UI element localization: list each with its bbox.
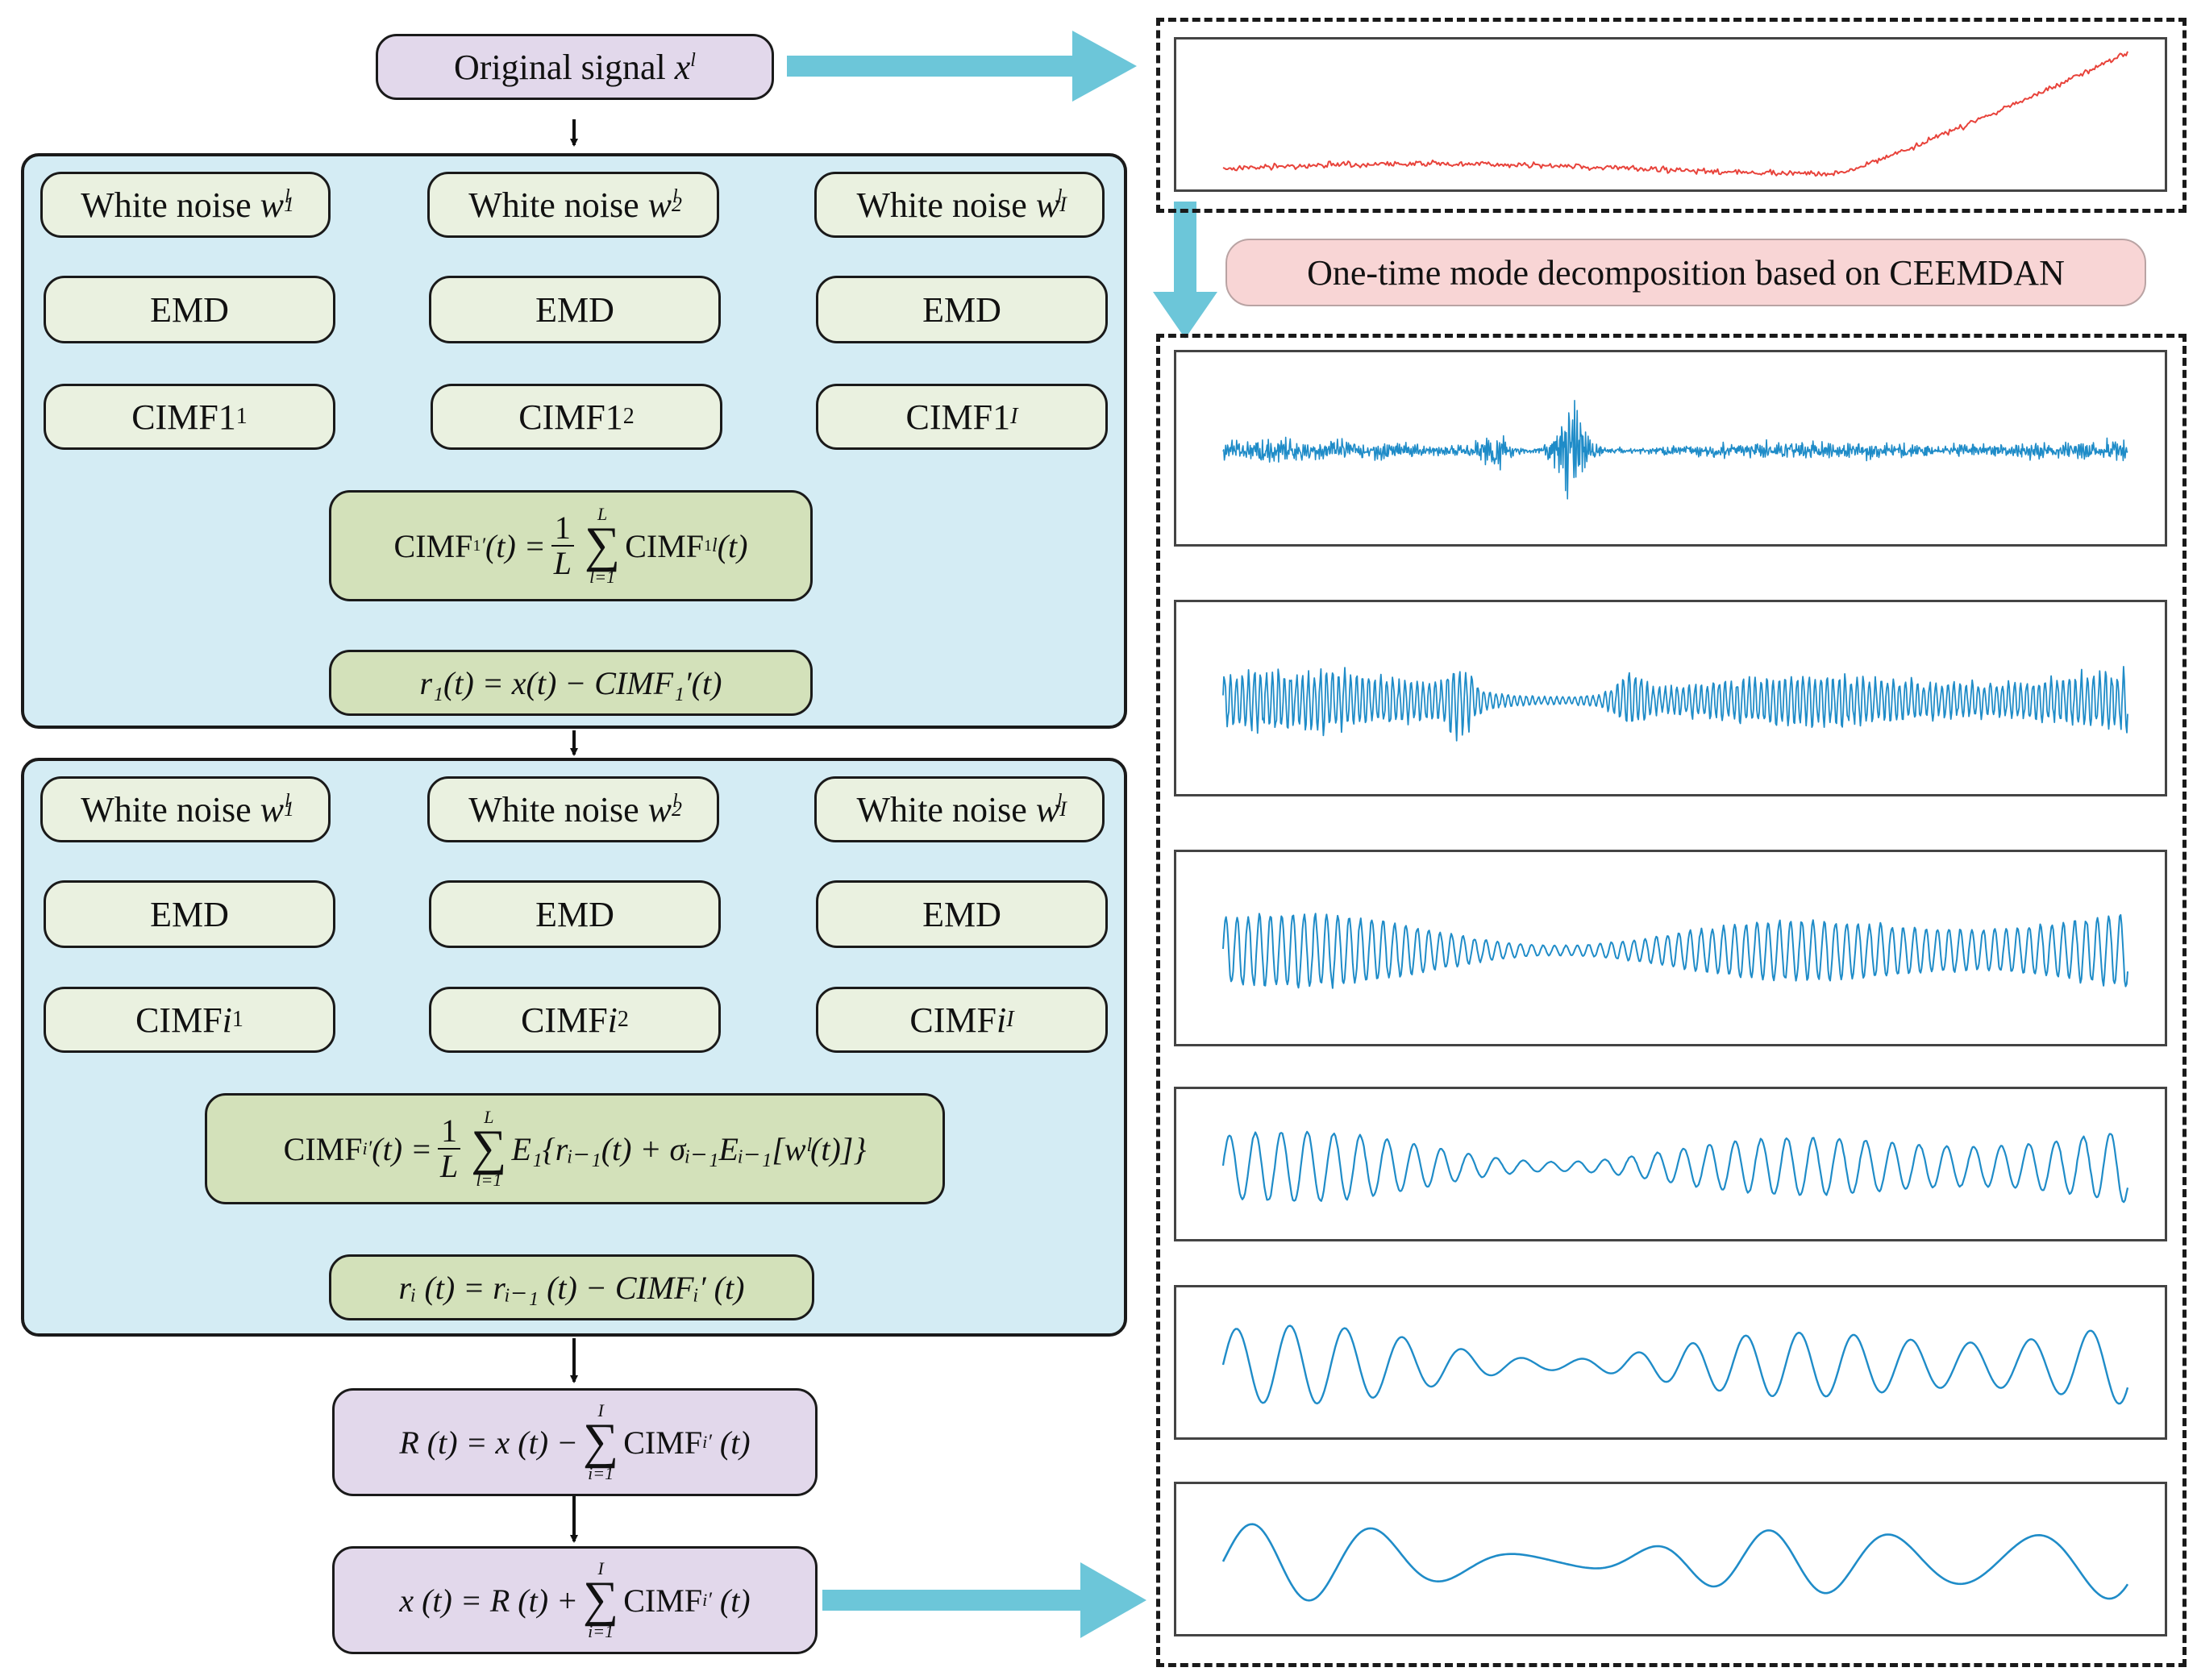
imf-plot-6 (1174, 1482, 2167, 1636)
original-signal-trace (1222, 51, 2128, 177)
original-signal-plot (1174, 37, 2167, 192)
residual-r1-formula: r₁(t) = x(t) − CIMF₁′(t) (329, 650, 813, 716)
original-signal-label: Original signal (454, 47, 666, 87)
imf-2-trace (1222, 666, 2128, 742)
original-signal-plot-frame (1156, 18, 2187, 213)
residual-ri-formula: rᵢ (t) = rᵢ₋₁ (t) − CIMFᵢ′ (t) (329, 1254, 814, 1320)
imf-plot-4 (1174, 1087, 2167, 1241)
imf-plots-frame (1156, 334, 2187, 1667)
emd-node-2: EMD (429, 276, 721, 343)
emd-node-1-stage-i: EMD (44, 880, 335, 948)
emd-node-1: EMD (44, 276, 335, 343)
arrow-down-decomposition (1153, 202, 1217, 339)
imf-plot-3 (1174, 850, 2167, 1046)
decomposition-label: One-time mode decomposition based on CEE… (1225, 239, 2146, 306)
emd-node-2-stage-i: EMD (429, 880, 721, 948)
emd-node-I-stage-i: EMD (816, 880, 1108, 948)
imf-plot-5 (1174, 1285, 2167, 1440)
imf-4-trace (1221, 1130, 2129, 1204)
original-signal-var: x (674, 47, 691, 87)
imf-5-trace (1221, 1324, 2129, 1405)
emd-node-I: EMD (816, 276, 1108, 343)
imf-6-trace (1221, 1523, 2129, 1602)
imf-plot-1 (1174, 350, 2167, 547)
arrow-reconstruct-to-plots (822, 1562, 1146, 1638)
arrow-original-to-plot (787, 31, 1137, 102)
imf-3-trace (1222, 913, 2128, 989)
imf-plot-2 (1174, 600, 2167, 796)
imf-1-trace (1222, 400, 2128, 500)
